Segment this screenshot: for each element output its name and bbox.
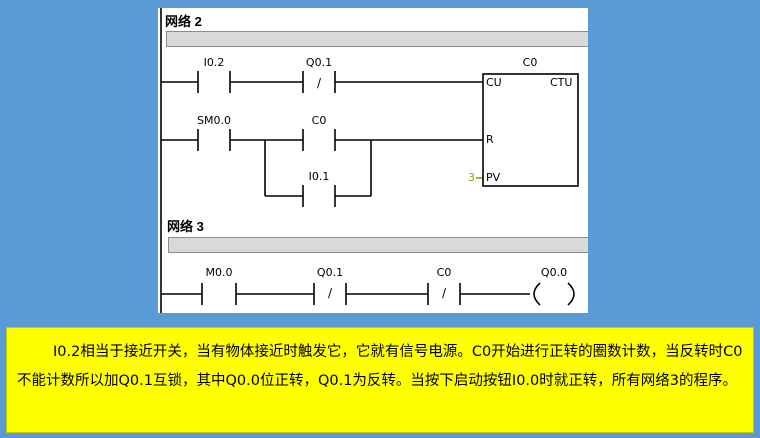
network-3-comment-bar[interactable] <box>168 237 588 253</box>
counter-pin-cu: CU <box>486 76 502 89</box>
nc-slash-symbol: / <box>316 76 322 90</box>
contact-label-m0-0: M0.0 <box>205 266 233 279</box>
counter-name: C0 <box>522 56 538 69</box>
counter-pin-pv: PV <box>486 171 501 184</box>
description-text: I0.2相当于接近开关，当有物体接近时触发它，它就有信号电源。C0开始进行正转的… <box>6 327 754 433</box>
network-2-title: 网络 2 <box>165 14 202 29</box>
counter-pin-r: R <box>486 133 494 146</box>
contact-label-q0-1-n3: Q0.1 <box>316 266 344 279</box>
network-3-title: 网络 3 <box>167 219 204 234</box>
network-2-comment-bar[interactable] <box>166 31 588 47</box>
contact-label-c0-n3: C0 <box>436 266 452 279</box>
ladder-editor: 网络 2 I0.2 Q0.1 / SM0.0 C0 I0.1 C0 CU CTU… <box>158 8 588 313</box>
counter-pv-value: 3 <box>468 171 475 184</box>
contact-label-c0: C0 <box>311 114 327 127</box>
nc-slash-symbol: / <box>327 286 333 300</box>
coil-right-arc <box>567 282 575 306</box>
counter-box <box>482 73 579 187</box>
ladder-diagram <box>160 8 579 313</box>
nc-slash-symbol: / <box>441 286 447 300</box>
coil-left-arc <box>533 282 541 306</box>
contact-label-q0-1: Q0.1 <box>305 56 333 69</box>
counter-type: CTU <box>550 76 573 89</box>
contact-label-i0-1: I0.1 <box>308 170 330 183</box>
coil-label-q0-0: Q0.0 <box>540 266 568 279</box>
contact-label-sm0-0: SM0.0 <box>197 114 231 127</box>
contact-label-i0-2: I0.2 <box>203 56 225 69</box>
